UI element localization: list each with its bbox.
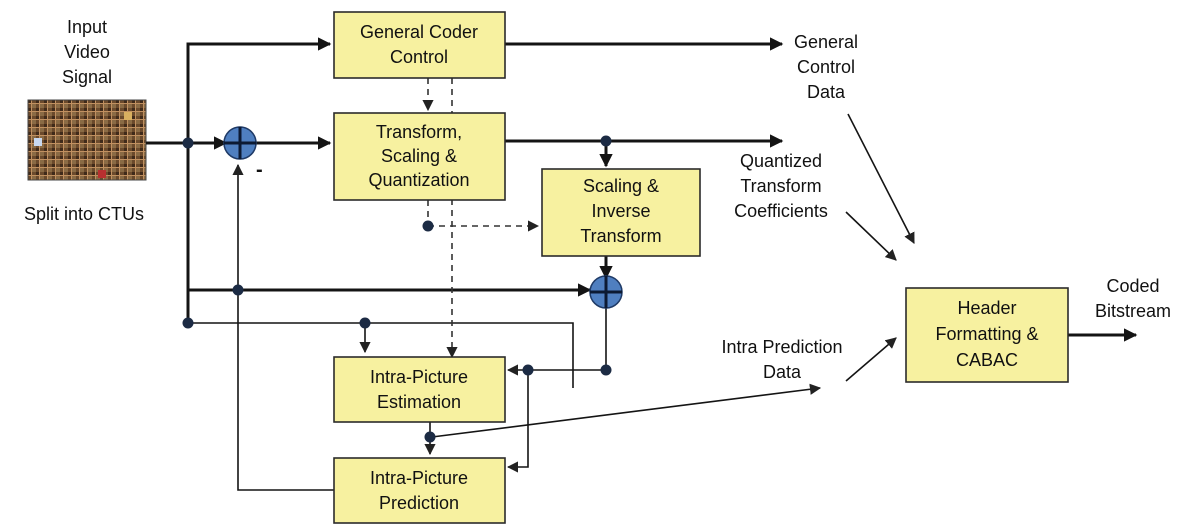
wire-intra-prediction-data	[431, 383, 822, 438]
arrow-coefficients-to-header	[845, 211, 897, 261]
intra-picture-estimation-block: Intra-Picture Estimation	[333, 356, 506, 423]
circle-plus-icon	[223, 126, 257, 160]
general-control-data-label: General Control Data	[794, 32, 858, 102]
intra-picture-prediction-block: Intra-Picture Prediction	[333, 457, 506, 524]
input-caption: Split into CTUs	[24, 204, 144, 224]
junction-dot	[600, 364, 612, 376]
block-label: Prediction	[379, 493, 459, 513]
junction-dot	[232, 284, 244, 296]
input-title-line: Signal	[62, 67, 112, 87]
header-formatting-cabac-block: Header Formatting & CABAC	[905, 287, 1069, 383]
junction-dot	[600, 135, 612, 147]
junction-dot	[422, 220, 434, 232]
wire-reconstruction-to-estimation	[506, 307, 607, 376]
signal-wires	[146, 37, 1138, 491]
transform-scaling-quantization-block: Transform, Scaling & Quantization	[333, 112, 506, 201]
arrow-control-data-to-header	[847, 113, 915, 244]
input-title-line: Video	[64, 42, 110, 62]
label-line: Transform	[740, 176, 821, 196]
block-label: Formatting &	[935, 324, 1038, 344]
junction-dot	[182, 317, 194, 329]
scaling-inverse-transform-block: Scaling & Inverse Transform	[541, 168, 701, 257]
label-line: Quantized	[740, 151, 822, 171]
label-line: Data	[807, 82, 846, 102]
block-label: General Coder	[360, 22, 478, 42]
label-line: Control	[797, 57, 855, 77]
block-label: Transform,	[376, 122, 462, 142]
input-video-frame	[27, 99, 147, 181]
circle-plus-icon	[589, 275, 623, 309]
label-line: Intra Prediction	[721, 337, 842, 357]
label-line: Data	[763, 362, 802, 382]
junction-dot	[424, 431, 436, 443]
coded-bitstream-label: Coded Bitstream	[1095, 276, 1171, 321]
block-label: Inverse	[591, 201, 650, 221]
junction-dot	[359, 317, 371, 329]
wire-prediction-feedback	[232, 163, 334, 491]
input-title-line: Input	[67, 17, 107, 37]
wire-input-to-estimation	[188, 322, 574, 388]
frame-highlight	[124, 112, 132, 120]
wire-to-coder-control	[186, 37, 332, 143]
label-line: Coefficients	[734, 201, 828, 221]
label-line: General	[794, 32, 858, 52]
intra-prediction-data-label: Intra Prediction Data	[721, 337, 842, 382]
block-label: Estimation	[377, 392, 461, 412]
quantized-transform-coefficients-label: Quantized Transform Coefficients	[734, 151, 828, 221]
block-label: Scaling &	[381, 146, 457, 166]
label-line: Bitstream	[1095, 301, 1171, 321]
junction-dots	[182, 135, 612, 443]
block-label: Quantization	[368, 170, 469, 190]
junction-dot	[182, 137, 194, 149]
block-label: Scaling &	[583, 176, 659, 196]
block-label: Intra-Picture	[370, 468, 468, 488]
general-coder-control-block: General Coder Control	[333, 11, 506, 79]
label-line: Coded	[1106, 276, 1159, 296]
block-label: Intra-Picture	[370, 367, 468, 387]
frame-highlight	[34, 138, 42, 146]
block-label: Control	[390, 47, 448, 67]
block-label: CABAC	[956, 350, 1018, 370]
minus-sign: -	[256, 159, 263, 181]
block-label: Transform	[580, 226, 661, 246]
arrow-intra-data-to-header	[845, 337, 897, 382]
frame-highlight	[98, 170, 106, 178]
block-label: Header	[957, 298, 1016, 318]
junction-dot	[522, 364, 534, 376]
wire-reconstruction-to-prediction	[506, 370, 529, 473]
